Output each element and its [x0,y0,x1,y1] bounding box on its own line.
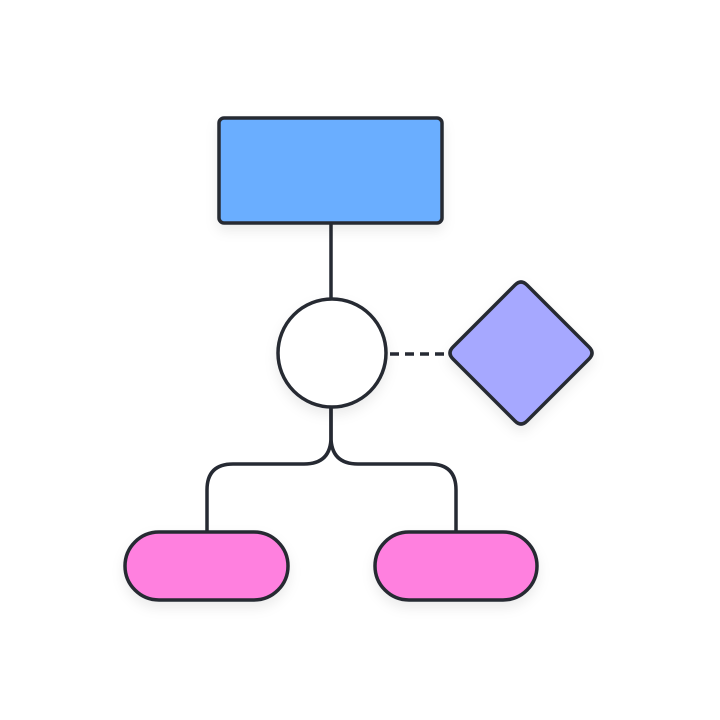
center-circle-node [276,297,388,409]
bottom-right-pill-node [373,530,539,602]
connector-circle-to-right-pill [329,405,458,534]
top-rectangle-node [217,116,444,225]
bottom-left-pill-node [123,530,290,602]
side-diamond-node [448,280,594,426]
connector-circle-to-left-pill [205,405,333,534]
